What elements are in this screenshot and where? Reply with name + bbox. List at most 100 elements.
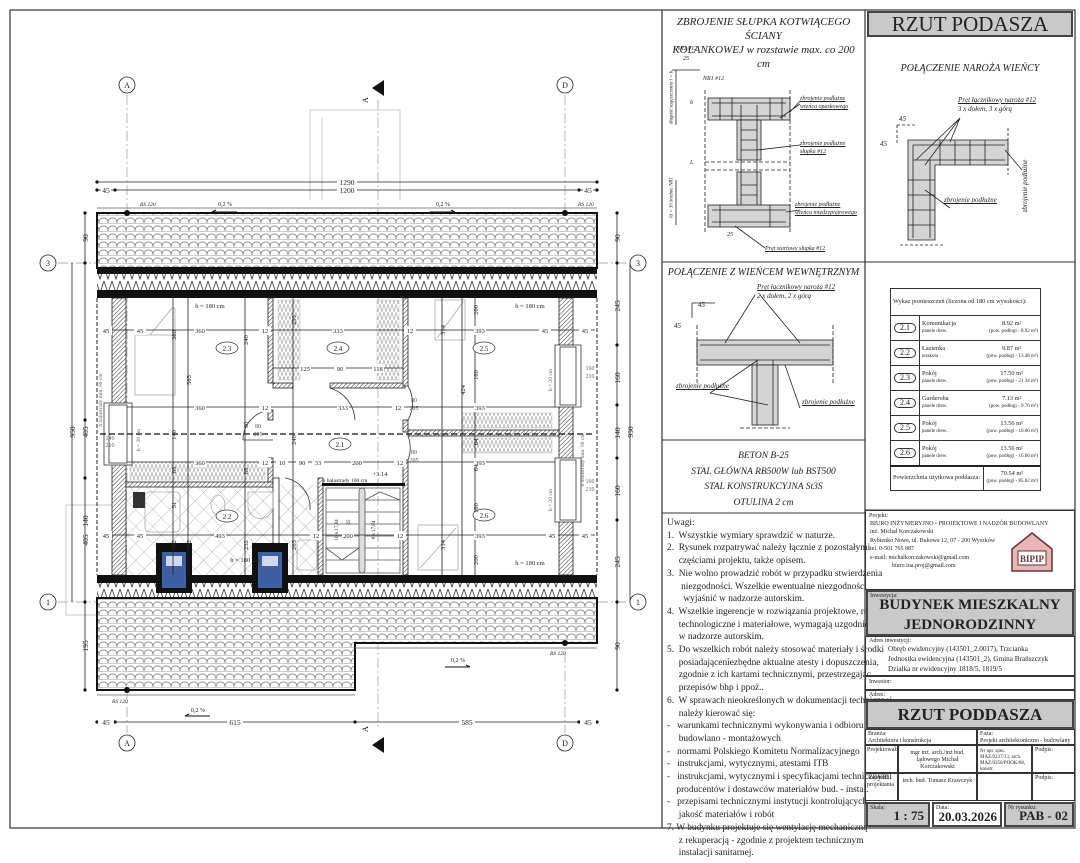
room-area: 9.87 m² [1001,345,1022,352]
window-rail-label: h balustrady min. 90 cm [98,373,104,427]
vertical-label: ld = 30 średnic NR1 [669,177,675,218]
dimension-left: 405 [81,426,90,438]
general-notes: Uwagi: 1. Wszystkie wymiary sprawdzić w … [663,514,892,863]
note-line: - przepisami technicznymi instytucji kon… [667,797,867,808]
room-tag [215,341,239,355]
dimension-interior: 393 [475,328,485,335]
table-header: Wykaz pomieszczeń (liczona od 180 cm wys… [890,288,1041,316]
dim-label: b [690,100,693,106]
note-line: - instrukcjami, wytycznymi i specyfikacj… [667,772,892,783]
axis-label-d: D [562,81,568,90]
label-starter-bar: Pręt startowy słupka #12 [765,246,826,252]
door-size: 80 [255,424,261,430]
dimension-overall: 1290 [340,178,355,187]
section-marker-icon [372,80,384,96]
dimension-eave: 45 [584,186,592,195]
dim-label: 45 [880,140,887,148]
designer-cell: mgr inż. arch./inż bud. lądowego Michał … [898,745,977,773]
assistant-label-cell: Asystent projektanta [865,773,898,801]
dimension-interior: 45 [103,533,110,540]
room-area: 13.56 m² [1000,420,1023,427]
room-floor-area: (pow. podłogi - 9.76 m²) [989,404,1038,409]
empty-cell [977,773,1032,801]
dimension-interior: 90 [299,460,306,467]
dimension-interior-vertical: 240 [243,335,250,345]
slope-label: 0,2 % [218,202,232,208]
room-floor-area: (pow. podłogi - 16.66 m²) [986,429,1038,434]
dimension-left: 140 [81,515,90,527]
stair-treads: 10 x 17,84 [335,519,340,541]
dimension-interior: 45 [137,328,144,335]
dimension-right: 160 [613,372,622,384]
window-size: 210 [586,374,595,380]
dimension-interior-vertical: 200 [473,305,480,315]
dimension-interior-vertical: 200 [473,555,480,565]
room-tag [215,509,239,523]
slope-label: 0,2 % [191,708,205,714]
note-line: przepisów bhp i ppoż.. [667,683,764,694]
dimension-interior: 33 [315,460,322,467]
dimension-interior: 360 [195,328,205,335]
slope-label: 0,2 % [436,202,450,208]
room-finish: panele drew. [922,329,948,334]
dimension-bottom: 45 [584,718,592,727]
dimension-eave: 45 [102,186,110,195]
room-height-label: h = 180 cm [515,560,544,567]
room-id: 2.3 [894,373,916,383]
room-number: 2.4 [334,345,343,353]
dimension-interior: 45 [582,533,589,540]
office-details: BIURO INŻYNIERYJNO - PROJEKTOWE I NADZÓR… [870,521,1049,570]
dimension-interior: 493 [215,533,225,540]
ring-beam-label: RS 120 [577,202,594,208]
door-size: 80 [411,398,417,404]
stair-rail-label: h balustrady 100 cm [323,478,368,484]
room-number: 2.5 [480,345,489,353]
note-line: 7. W budynku projektuje się wentylację m… [667,822,868,833]
detail-corner-joint-title: POŁĄCZENIE NAROŻA WIEŃCY [900,63,1040,74]
drawing-number-cell: Nr rysunku:PAB - 02 [1004,802,1074,827]
level-label: +3.14 [372,471,388,478]
title-line: KOLANKOWEJ w rozstawie max. co 200 cm [672,44,855,70]
phase-cell: Faza:Projekt architektoniczno - budowlan… [977,729,1075,745]
note-line: należy kierować się: [667,708,756,719]
dimension-left: 195 [81,640,90,652]
dimension-interior-vertical: 65 [171,467,178,474]
dimension-interior: 118 [373,366,383,373]
investor-address-row: Adres: [865,690,1075,700]
room-schedule-table: Wykaz pomieszczeń (liczona od 180 cm wys… [890,288,1042,491]
room-name: Łazienka [922,345,946,352]
dimension-interior: 200 [343,533,353,540]
dimension-interior: 393 [475,533,485,540]
door-size: 205 [254,432,263,438]
dimension-interior-vertical: 65 [243,468,250,475]
project-office-block: Projekt: BIURO INŻYNIERYJNO - PROJEKTOWE… [865,510,1075,590]
dimension-interior-vertical: 314 [440,324,447,335]
dimension-bottom: 585 [461,718,473,727]
title-line: ZBROJENIE SŁUPKA KOTWIĄCEGO ŚCIANY [676,16,851,42]
door-size: 205 [410,406,419,412]
license-cell: Nr upr. spec. MAZ/0237/13, arch. MAZ/035… [977,745,1032,773]
note-line: 2. Rysunek rozpatrywać należy łącznie z … [667,543,871,554]
section-label: A [361,97,370,103]
window-size: 210 [106,443,115,449]
room-number: 2.3 [223,345,232,353]
dimension-interior: 125 [300,366,310,373]
dim-label: 45 [674,322,681,330]
room-name: Komunikacja [922,320,956,327]
dim-label: 25 [683,56,689,62]
room-name: Pokój [922,420,937,427]
axis-label-3: 3 [636,259,640,268]
dimension-interior: 12 [397,460,404,467]
note-line: z rekuperacją - zgodnie z projektem tech… [667,835,864,846]
room-id: 2.1 [894,323,916,333]
door-size: 80 [411,450,417,456]
room-height-label: h = 180 cm [230,557,259,564]
detail-column-title: ZBROJENIE SŁUPKA KOTWIĄCEGO ŚCIANY KOLAN… [665,15,862,71]
dimension-interior: 12 [262,405,269,412]
